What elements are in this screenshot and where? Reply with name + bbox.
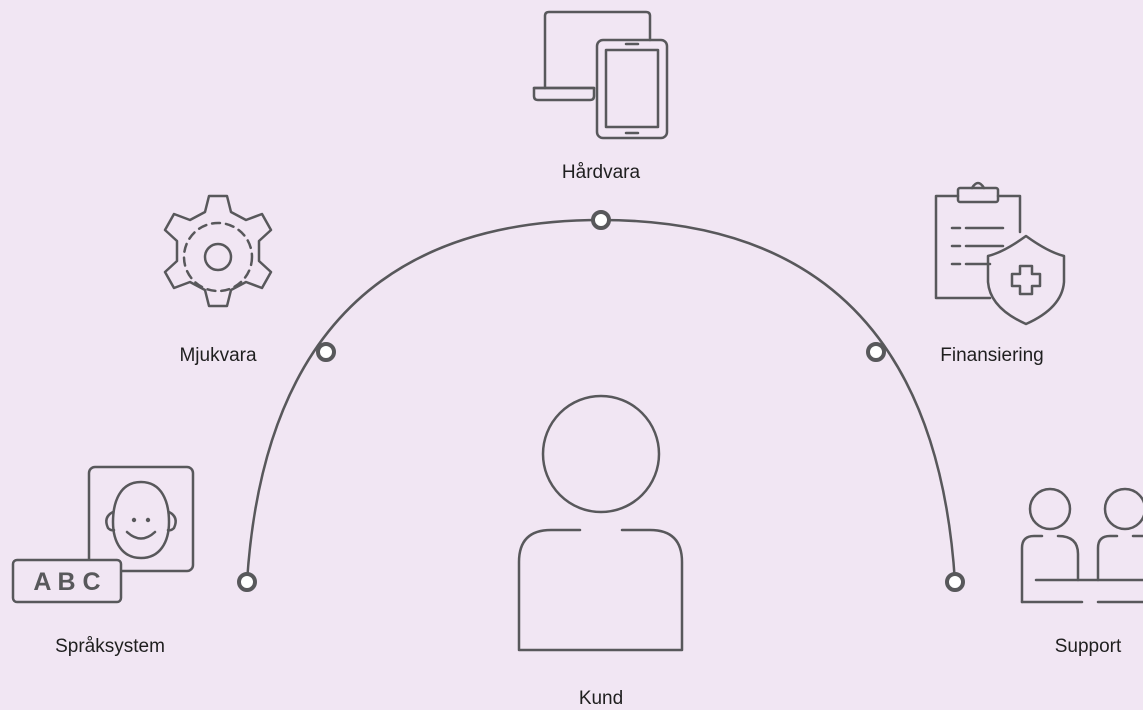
node-dot-spraksystem <box>237 572 257 592</box>
label-spraksystem: Språksystem <box>55 636 165 657</box>
node-dot-mjukvara <box>316 342 336 362</box>
face-abc-card-icon <box>11 465 195 604</box>
abc-card-text: A B C <box>33 568 100 596</box>
node-dot-finansiering <box>866 342 886 362</box>
two-people-icon <box>1020 487 1143 604</box>
label-support: Support <box>1054 636 1122 657</box>
laptop-tablet-icon <box>532 10 669 140</box>
clipboard-shield-icon <box>934 181 1066 326</box>
label-mjukvara: Mjukvara <box>179 345 257 366</box>
label-kund: Kund <box>578 688 624 709</box>
person-icon <box>517 394 684 652</box>
node-dot-support <box>945 572 965 592</box>
connector-arc <box>245 218 957 584</box>
gear-icon <box>163 194 273 308</box>
node-dot-hardvara <box>591 210 611 230</box>
label-finansiering: Finansiering <box>940 345 1044 366</box>
label-hardvara: Hårdvara <box>561 162 641 183</box>
